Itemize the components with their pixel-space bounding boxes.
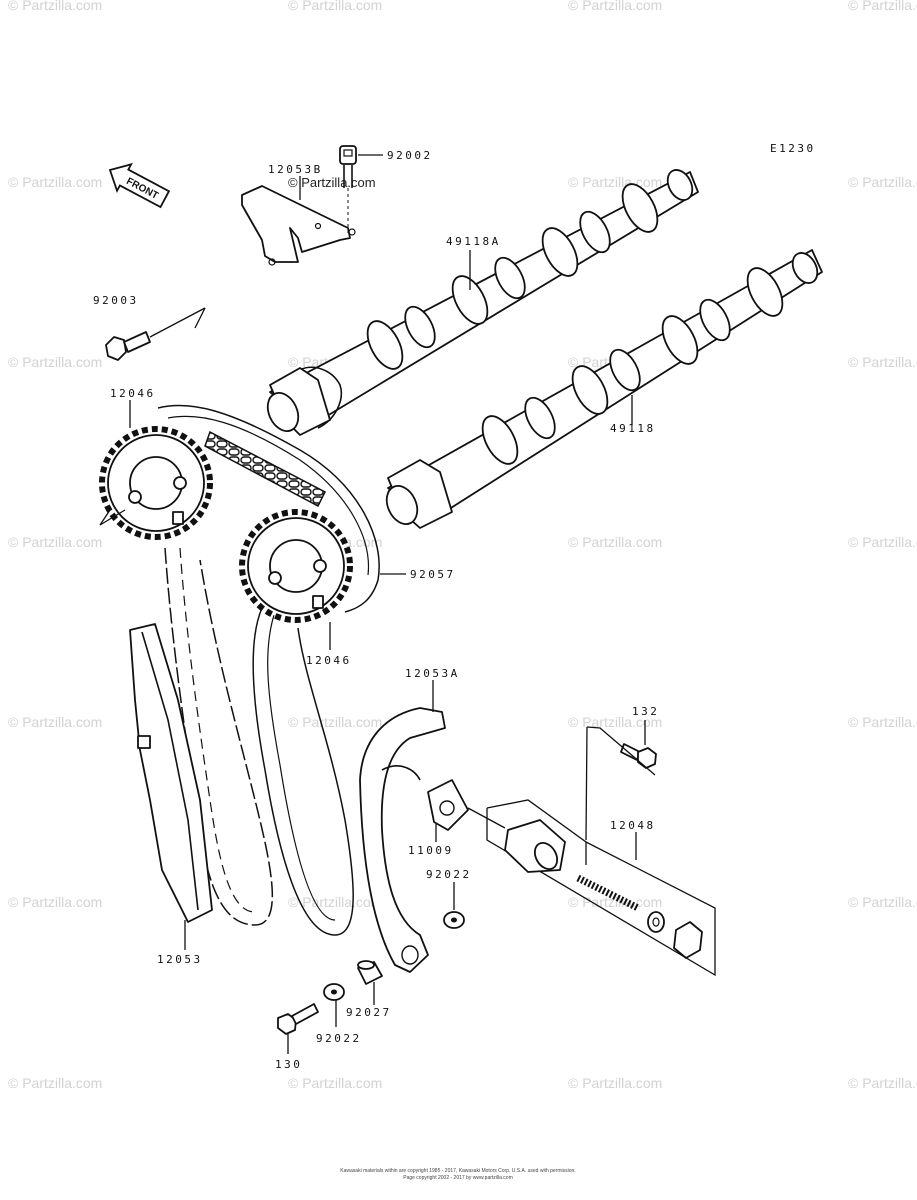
watermark: © Partzilla.com [568,714,662,730]
part-label-49118: 49118 [610,422,656,435]
part-label-132: 132 [632,705,659,718]
tensioner-assembly-12048[interactable] [486,799,716,977]
part-label-92027: 92027 [346,1006,392,1019]
washer-92022-right[interactable] [443,911,465,929]
part-label-12053: 12053 [157,953,203,966]
watermark: © Partzilla.com [288,894,382,910]
watermark: © Partzilla.com [568,1075,662,1091]
part-label-49118a: 49118A [446,235,501,248]
footer-line-1: Kawasaki materials within are copyright … [340,1168,575,1174]
cam-sprocket-12046-top[interactable] [99,426,213,540]
collar-92027[interactable] [357,960,383,985]
watermark: © Partzilla.com [568,534,662,550]
part-label-92002: 92002 [387,149,433,162]
watermark: © Partzilla.com [848,894,917,910]
bolt-92003[interactable] [105,307,206,361]
part-label-130: 130 [275,1058,302,1071]
part-label-12048: 12048 [610,819,656,832]
watermark: © Partzilla.com [8,354,102,370]
watermark: © Partzilla.com [288,0,382,13]
gasket-11009[interactable] [427,779,506,831]
part-label-92022-right: 92022 [426,868,472,881]
part-label-11009: 11009 [408,844,454,857]
bolt-92002[interactable] [339,145,357,236]
watermark: © Partzilla.com [288,175,376,190]
part-label-92057: 92057 [410,568,456,581]
watermark: © Partzilla.com [8,174,102,190]
part-label-12053a: 12053A [405,667,460,680]
chain-guide-bracket-12053b[interactable] [241,185,356,266]
part-label-92022-bottom: 92022 [316,1032,362,1045]
watermark: © Partzilla.com [848,534,917,550]
watermark: © Partzilla.com [8,1075,102,1091]
camshaft-49118[interactable] [381,249,823,529]
watermark: © Partzilla.com [848,714,917,730]
watermark: © Partzilla.com [848,1075,917,1091]
camshaft-49118a[interactable] [262,166,699,436]
watermark: © Partzilla.com [8,894,102,910]
cam-chain-92057[interactable] [157,404,380,936]
watermark: © Partzilla.com [848,0,917,13]
watermark: © Partzilla.com [288,1075,382,1091]
front-arrow-icon: FRONT [108,162,171,209]
bolt-130[interactable] [277,1003,319,1035]
washer-92022-bottom[interactable] [323,983,345,1001]
part-label-12053b: 12053B [268,163,323,176]
part-label-12046-bottom: 12046 [306,654,352,667]
part-label-92003: 92003 [93,294,139,307]
watermark: © Partzilla.com [8,714,102,730]
watermark: © Partzilla.com [8,0,102,13]
tensioner-arm-12053a[interactable] [359,707,446,973]
watermark: © Partzilla.com [8,534,102,550]
bolt-132[interactable] [585,726,657,841]
watermark: © Partzilla.com [848,174,917,190]
diagram-code: E1230 [770,142,816,155]
watermark: © Partzilla.com [848,354,917,370]
watermark-grid: © Partzilla.com © Partzilla.com © Partzi… [8,0,917,1091]
watermark: © Partzilla.com [568,174,662,190]
footer-line-2: Page copyright 2002 - 2017 by www.partzi… [403,1175,513,1181]
part-label-12046-top: 12046 [110,387,156,400]
footer-copyright: Kawasaki materials within are copyright … [340,1168,575,1181]
cam-sprocket-12046-bottom[interactable] [239,509,353,623]
watermark: © Partzilla.com [568,894,662,910]
watermark: © Partzilla.com [288,714,382,730]
watermark: © Partzilla.com [568,0,662,13]
chain-guide-12053[interactable] [129,623,213,923]
